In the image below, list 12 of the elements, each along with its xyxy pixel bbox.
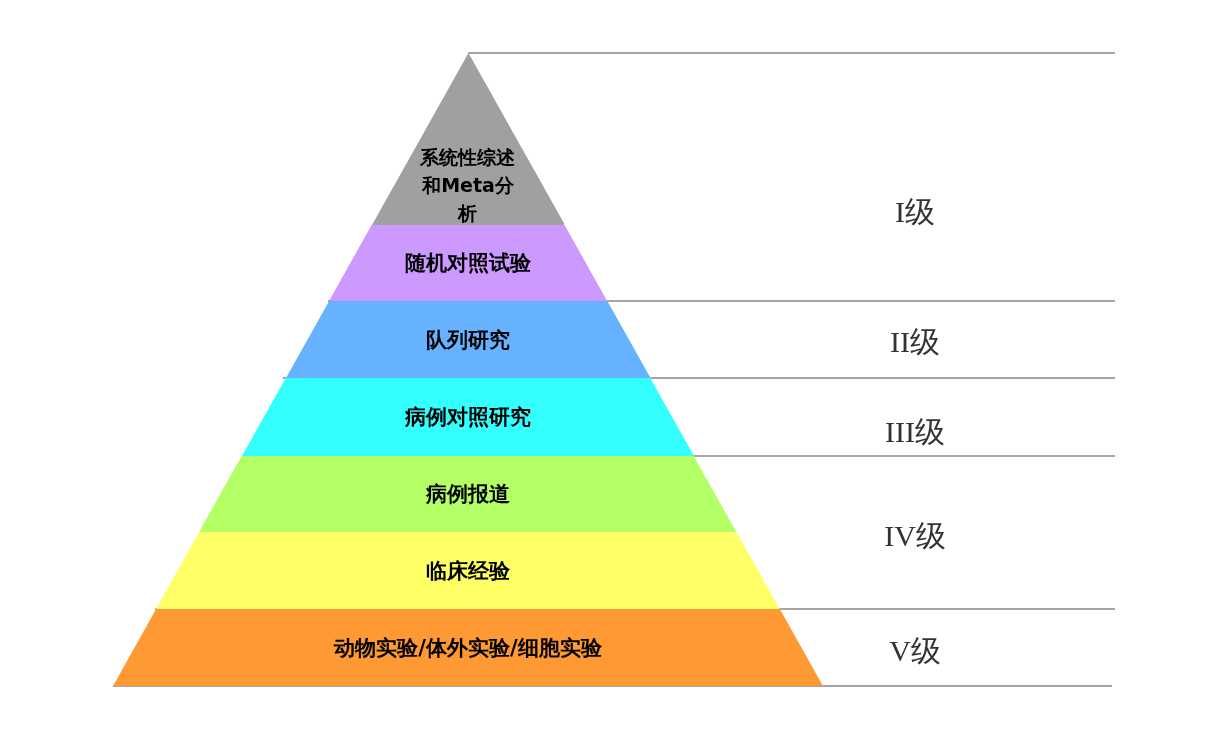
level-label: III级 bbox=[885, 413, 945, 450]
band-label: 病例报道 bbox=[425, 481, 511, 508]
band-label: 病例对照研究 bbox=[404, 404, 532, 431]
band-label: 队列研究 bbox=[425, 326, 511, 354]
level-label: IV级 bbox=[884, 517, 946, 554]
level-label: V级 bbox=[889, 632, 941, 669]
band-label: 系统性综述和Meta分析 bbox=[419, 145, 517, 226]
level-label: II级 bbox=[890, 323, 940, 360]
band-label: 临床经验 bbox=[425, 557, 511, 585]
band-label: 随机对照试验 bbox=[404, 250, 532, 277]
level-label: I级 bbox=[895, 193, 935, 230]
band-label: 动物实验/体外实验/细胞实验 bbox=[332, 634, 603, 662]
